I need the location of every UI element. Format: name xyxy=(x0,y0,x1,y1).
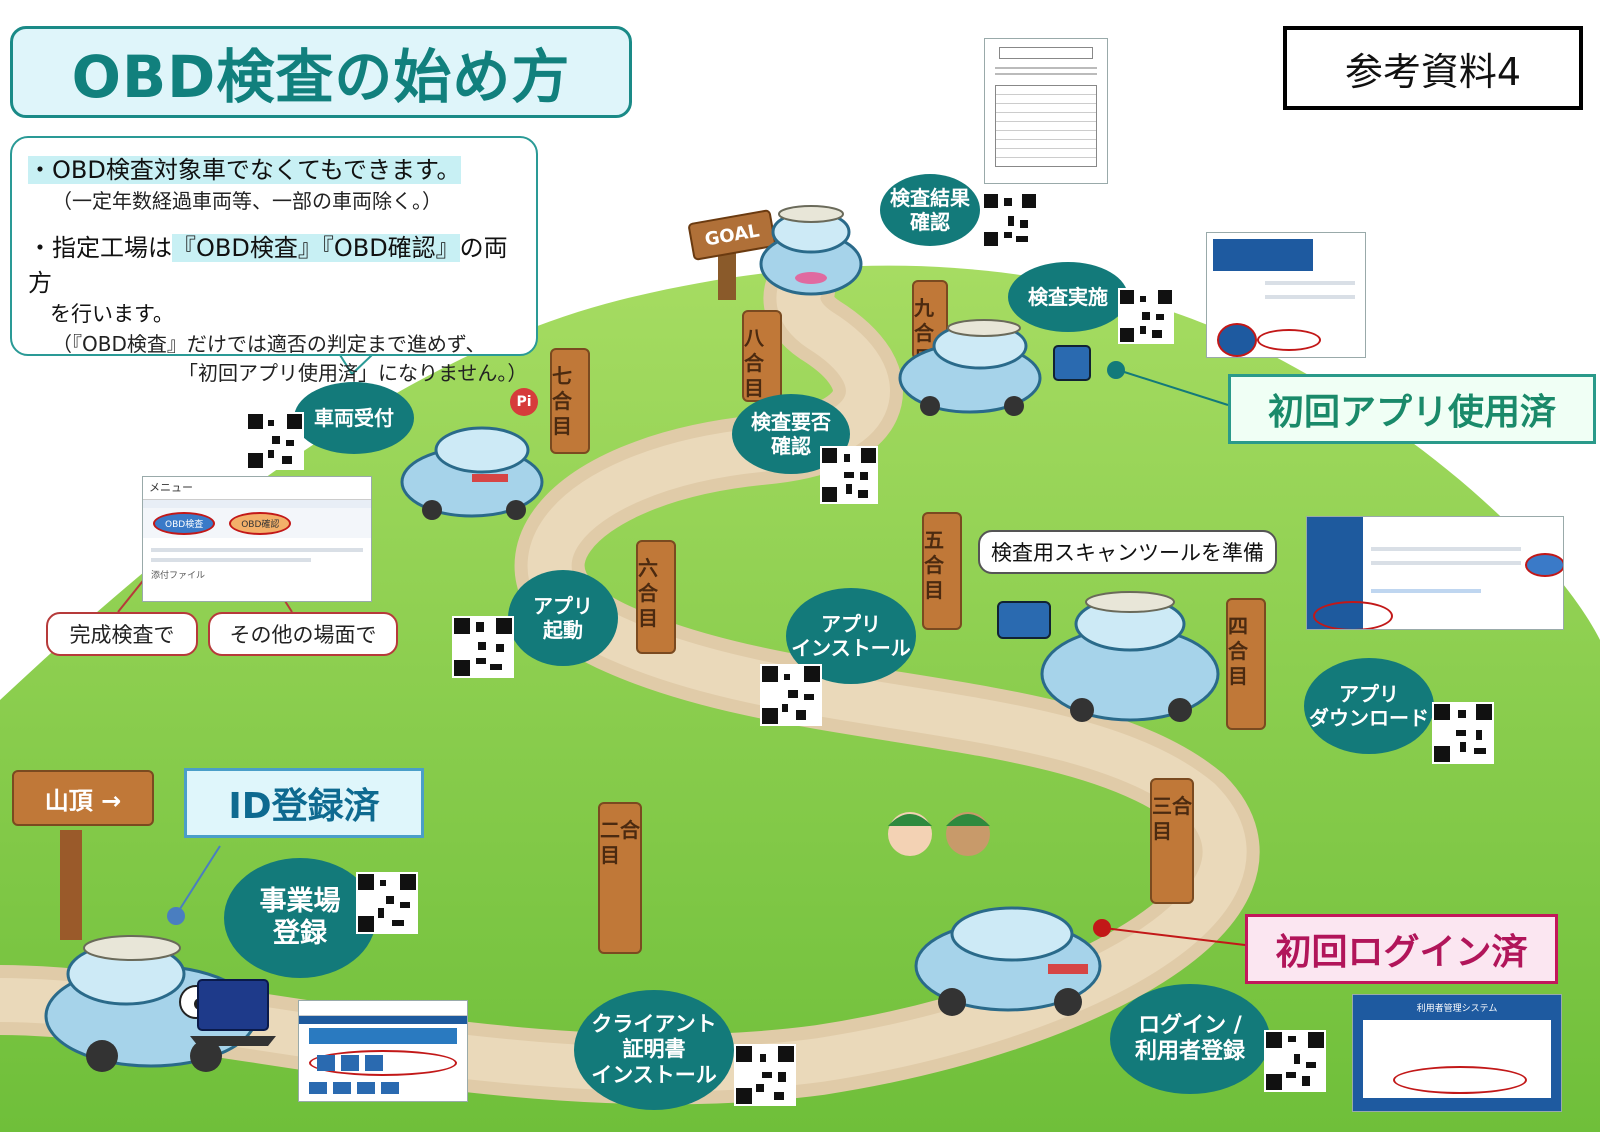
post-5: 五合目 xyxy=(922,512,962,630)
post-2: 二合目 xyxy=(598,802,642,954)
step-app-launch: アプリ起動 xyxy=(508,570,618,666)
menu-obd-inspection-button: OBD検査 xyxy=(153,511,216,535)
qr-code-result-check xyxy=(982,192,1038,248)
tablet-icon xyxy=(997,601,1051,639)
info-line-6: 「初回アプリ使用済」になりません。） xyxy=(178,361,528,385)
car-scan-tool xyxy=(1040,591,1220,722)
menu-header: メニュー xyxy=(143,477,371,500)
reference-label-box: 参考資料4 xyxy=(1283,26,1583,110)
step-vehicle-reception: 車両受付 xyxy=(294,382,414,454)
step-office-registration: 事業場登録 xyxy=(224,858,376,978)
car-goal xyxy=(759,205,863,296)
login-system-title: 利用者管理システム xyxy=(1416,1004,1498,1014)
office-registration-screenshot xyxy=(298,1000,468,1102)
step-client-cert-install: クライアント証明書インストール xyxy=(574,990,734,1110)
result-document-image xyxy=(984,38,1108,184)
info-line-4: を行います。 xyxy=(50,302,174,326)
info-line-1: ・OBD検査対象車でなくてもできます。 xyxy=(28,156,461,184)
step-login-user-registration: ログイン /利用者登録 xyxy=(1110,984,1270,1094)
qr-code-inspection xyxy=(1118,288,1174,344)
qr-code-pass-fail-check xyxy=(820,446,878,504)
post-8: 八合目 xyxy=(742,310,782,402)
info-line-2: （一定年数経過車両等、一部の車両除く。） xyxy=(52,189,442,213)
post-3: 三合目 xyxy=(1150,778,1194,904)
summit-sign-pole xyxy=(60,830,82,940)
post-4: 四合目 xyxy=(1226,598,1266,730)
pi-sound-icon: Pi xyxy=(510,388,538,416)
qr-code-app-launch xyxy=(452,616,514,678)
qr-code-client-cert xyxy=(734,1044,796,1106)
app-use-screenshot xyxy=(1206,232,1366,358)
post-7: 七合目 xyxy=(550,348,590,454)
car-inspection xyxy=(898,319,1042,416)
callout-other-scenes: その他の場面で xyxy=(208,612,398,656)
menu-attachment-line: 添付ファイル xyxy=(151,571,206,581)
car-reception xyxy=(400,426,544,520)
status-first-login: 初回ログイン済 xyxy=(1245,914,1558,984)
callout-complete-inspection: 完成検査で xyxy=(46,612,198,656)
laptop-icon xyxy=(190,979,276,1046)
page-title: OBD検査の始め方 xyxy=(71,43,571,111)
post-6: 六合目 xyxy=(636,540,676,654)
qr-code-app-download xyxy=(1432,702,1494,764)
reference-label: 参考資料4 xyxy=(1344,49,1522,94)
app-download-screenshot xyxy=(1306,516,1564,630)
menu-screenshot: メニュー OBD検査 OBD確認 添付ファイル xyxy=(142,476,372,602)
login-screenshot: 利用者管理システム xyxy=(1352,994,1562,1112)
scan-tablet-icon xyxy=(1053,345,1091,381)
users-thought-bubble xyxy=(888,812,990,856)
qr-code-login xyxy=(1264,1030,1326,1092)
step-inspection: 検査実施 xyxy=(1008,262,1128,332)
qr-code-office-registration xyxy=(356,872,418,934)
step-app-download: アプリダウンロード xyxy=(1304,658,1434,754)
title-box: OBD検査の始め方 xyxy=(10,26,632,118)
summit-sign: 山頂 → xyxy=(12,770,154,826)
qr-code-vehicle-reception xyxy=(246,412,304,470)
info-line-3: ・指定工場は『OBD検査』『OBD確認』の両方 xyxy=(28,234,508,297)
qr-code-app-install xyxy=(760,664,822,726)
info-line-5: （『OBD検査』だけでは適否の判定まで進めず、 xyxy=(52,332,486,356)
status-id-registered: ID登録済 xyxy=(184,768,424,838)
step-result-check: 検査結果確認 xyxy=(880,174,980,246)
status-first-app-use: 初回アプリ使用済 xyxy=(1228,374,1596,444)
callout-prepare-scan-tool: 検査用スキャンツールを準備 xyxy=(978,530,1277,574)
info-box: ・OBD検査対象車でなくてもできます。 （一定年数経過車両等、一部の車両除く。）… xyxy=(10,136,538,385)
car-login xyxy=(914,906,1102,1016)
menu-obd-check-button: OBD確認 xyxy=(229,511,292,535)
